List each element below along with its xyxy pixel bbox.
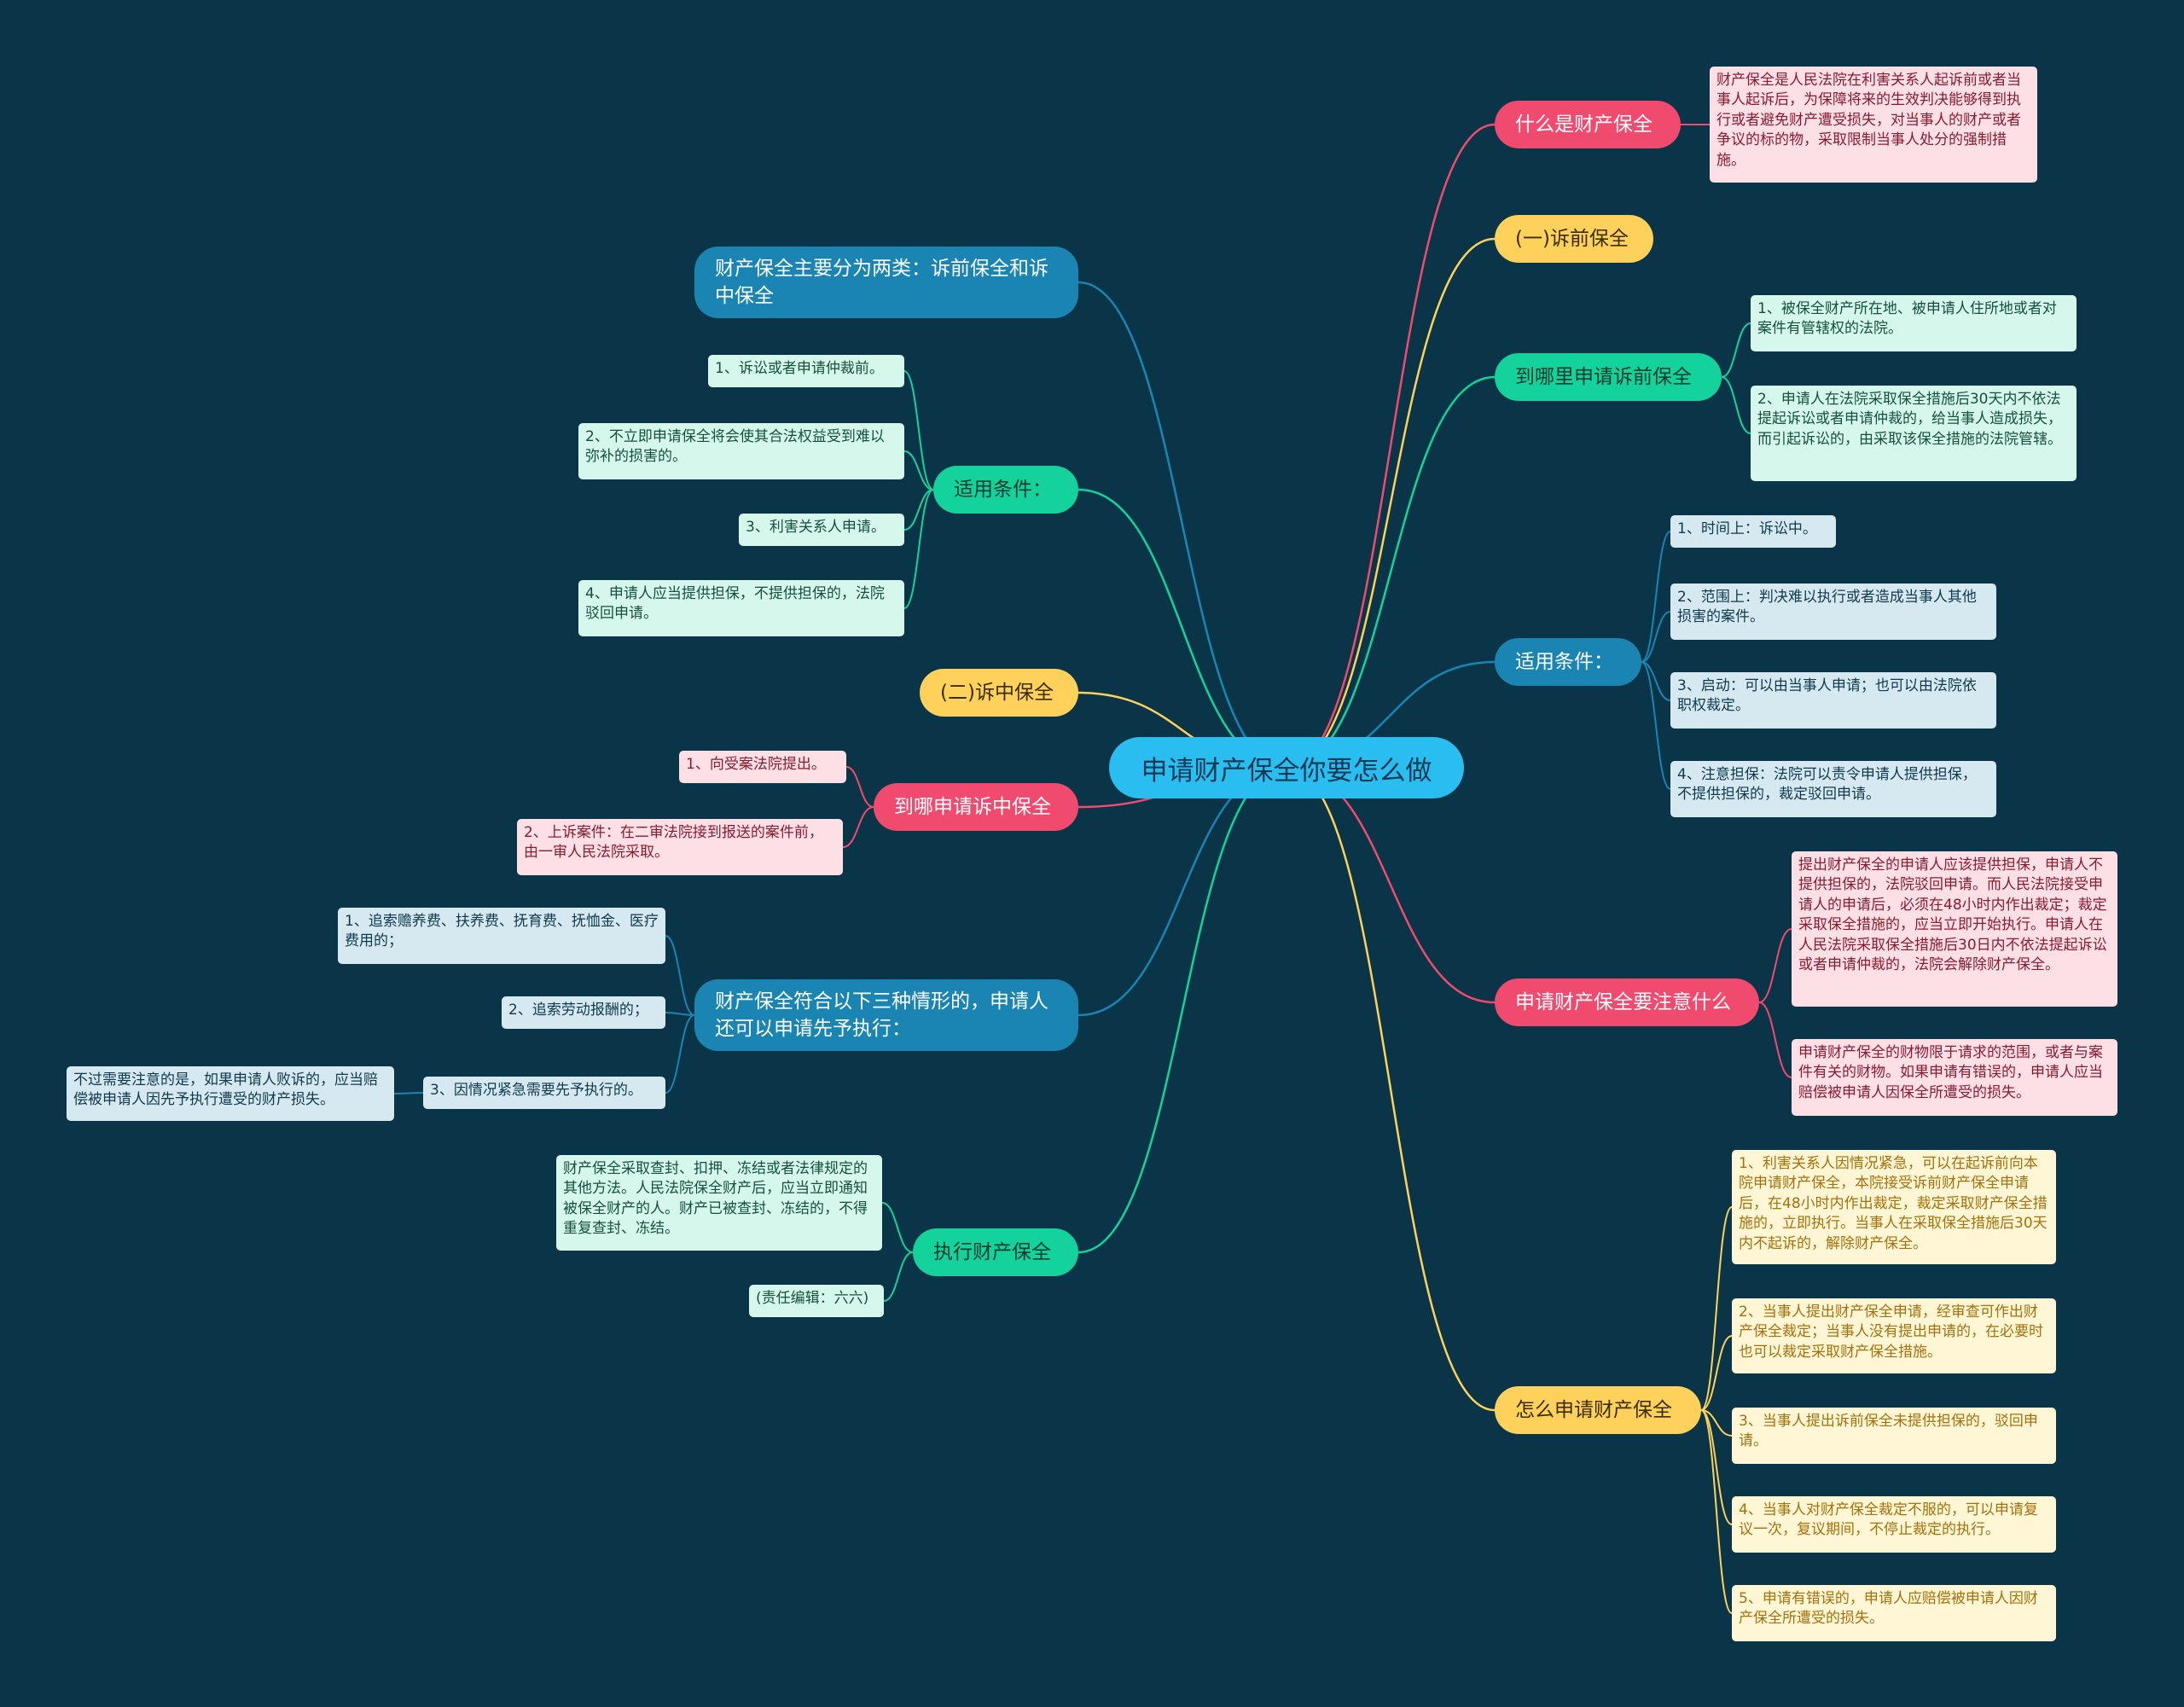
leaf-cond-l-1: 1、诉讼或者申请仲裁前。 — [708, 355, 904, 387]
edge-right-2-0 — [1721, 322, 1751, 378]
edge-left-1-3 — [903, 489, 934, 609]
leaf-precaution-1: 提出财产保全的申请人应该提供担保，申请人不提供担保的，法院驳回申请。而人民法院接… — [1792, 851, 2117, 1007]
edge-left-4-0 — [665, 935, 695, 1016]
leaf-in-where-1: 1、向受案法院提出。 — [679, 751, 846, 783]
edge-root-left-1 — [1077, 488, 1287, 769]
edge-right-4-1 — [1758, 1002, 1792, 1078]
edge-root-right-2 — [1286, 375, 1496, 769]
branch-precautions[interactable]: 申请财产保全要注意什么 — [1495, 978, 1759, 1026]
root-topic[interactable]: 申请财产保全你要怎么做 — [1109, 737, 1464, 798]
leaf-precaution-2: 申请财产保全的财物限于请求的范围，或者与案件有关的财物。如果申请有错误的，申请人… — [1792, 1039, 2117, 1116]
edge-left-3-0 — [845, 766, 874, 808]
leaf-advance-2: 2、追索劳动报酬的； — [502, 996, 665, 1029]
branch-execute-preservation[interactable]: 执行财产保全 — [913, 1228, 1078, 1276]
edge-root-right-4 — [1286, 766, 1496, 1004]
leaf-advance-note: 不过需要注意的是，如果申请人败诉的，应当赔偿被申请人因先予执行遭受的财产损失。 — [67, 1066, 394, 1121]
leaf-how-3: 3、当事人提出诉前保全未提供担保的，驳回申请。 — [1732, 1408, 2056, 1464]
leaf-advance-3: 3、因情况紧急需要先予执行的。 — [423, 1077, 665, 1109]
leaf-how-4: 4、当事人对财产保全裁定不服的，可以申请复议一次，复议期间，不停止裁定的执行。 — [1732, 1496, 2056, 1553]
edge-left-4-2 — [665, 1014, 695, 1094]
edge-advance-note — [393, 1092, 424, 1094]
edge-left-1-2 — [903, 489, 934, 531]
edge-root-left-5 — [1077, 766, 1287, 1254]
leaf-how-5: 5、申请有错误的，申请人应赔偿被申请人因财产保全所遭受的损失。 — [1732, 1585, 2056, 1641]
branch-pre-litigation[interactable]: (一)诉前保全 — [1495, 215, 1653, 263]
leaf-pre-where-1: 1、被保全财产所在地、被申请人住所地或者对案件有管辖权的法院。 — [1751, 295, 2077, 351]
edge-left-5-0 — [881, 1202, 914, 1253]
edge-right-5-2 — [1700, 1409, 1733, 1437]
edge-root-right-0 — [1286, 123, 1496, 769]
branch-where-in-litigation[interactable]: 到哪申请诉中保全 — [874, 783, 1078, 831]
leaf-advance-1: 1、追索赡养费、扶养费、抚育费、抚恤金、医疗费用的； — [338, 908, 665, 964]
edge-left-1-0 — [903, 370, 934, 491]
edge-left-5-1 — [883, 1251, 914, 1302]
edge-right-5-1 — [1700, 1335, 1733, 1411]
branch-in-litigation[interactable]: (二)诉中保全 — [920, 669, 1078, 717]
edge-root-right-1 — [1286, 237, 1496, 769]
edge-left-3-1 — [842, 806, 874, 848]
branch-how-to-apply[interactable]: 怎么申请财产保全 — [1495, 1386, 1701, 1434]
edge-left-1-1 — [903, 450, 934, 491]
branch-two-types[interactable]: 财产保全主要分为两类：诉前保全和诉中保全 — [694, 247, 1078, 318]
edge-right-4-0 — [1758, 928, 1792, 1003]
edge-root-right-5 — [1286, 766, 1496, 1412]
edge-right-5-0 — [1700, 1206, 1733, 1411]
leaf-cond-l-3: 3、利害关系人申请。 — [739, 514, 904, 546]
edge-left-4-1 — [665, 1012, 695, 1016]
branch-conditions-left[interactable]: 适用条件： — [933, 466, 1078, 514]
edge-right-3-1 — [1641, 611, 1671, 663]
edge-right-3-0 — [1641, 531, 1671, 663]
leaf-cond-l-2: 2、不立即申请保全将会使其合法权益受到难以弥补的损害的。 — [578, 423, 904, 479]
leaf-how-1: 1、利害关系人因情况紧急，可以在起诉前向本院申请财产保全，本院接受诉前财产保全申… — [1732, 1150, 2056, 1264]
edge-right-2-1 — [1721, 376, 1751, 434]
edge-right-3-3 — [1641, 661, 1671, 790]
leaf-definition: 财产保全是人民法院在利害关系人起诉前或者当事人起诉后，为保障将来的生效判决能够得… — [1710, 67, 2037, 183]
branch-conditions-right[interactable]: 适用条件： — [1495, 638, 1641, 686]
leaf-cond-r-2: 2、范围上：判决难以执行或者造成当事人其他损害的案件。 — [1670, 584, 1996, 640]
leaf-pre-where-2: 2、申请人在法院采取保全措施后30天内不依法提起诉讼或者申请仲裁的，给当事人造成… — [1751, 386, 2077, 481]
leaf-cond-r-1: 1、时间上：诉讼中。 — [1670, 515, 1836, 548]
edge-right-3-2 — [1641, 661, 1671, 701]
leaf-cond-l-4: 4、申请人应当提供担保，不提供担保的，法院驳回申请。 — [578, 580, 904, 636]
leaf-in-where-2: 2、上诉案件：在二审法院接到报送的案件前，由一审人民法院采取。 — [517, 819, 843, 875]
leaf-how-2: 2、当事人提出财产保全申请，经审查可作出财产保全裁定；当事人没有提出申请的，在必… — [1732, 1298, 2056, 1373]
branch-advance-execution[interactable]: 财产保全符合以下三种情形的，申请人还可以申请先予执行： — [694, 979, 1078, 1051]
leaf-cond-r-4: 4、注意担保：法院可以责令申请人提供担保，不提供担保的，裁定驳回申请。 — [1670, 761, 1996, 817]
leaf-execute-editor: (责任编辑：六六) — [749, 1285, 884, 1317]
branch-what-is-property-preservation[interactable]: 什么是财产保全 — [1495, 101, 1681, 148]
branch-where-pre-litigation[interactable]: 到哪里申请诉前保全 — [1495, 353, 1722, 401]
leaf-execute-1: 财产保全采取查封、扣押、冻结或者法律规定的其他方法。人民法院保全财产后，应当立即… — [556, 1155, 882, 1251]
edge-right-5-4 — [1700, 1409, 1733, 1614]
edge-right-5-3 — [1700, 1409, 1733, 1525]
leaf-cond-r-3: 3、启动：可以由当事人申请；也可以由法院依职权裁定。 — [1670, 672, 1996, 729]
